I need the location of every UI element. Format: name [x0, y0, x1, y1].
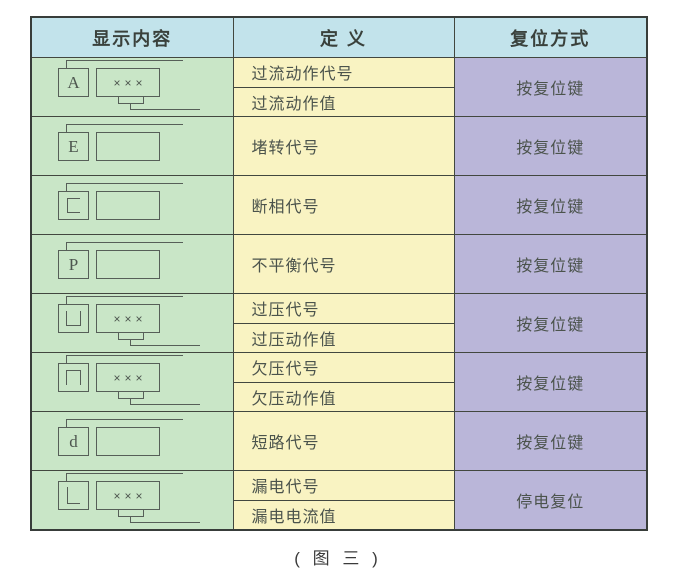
value-display-box [96, 132, 160, 161]
symbol-cell-phase-loss [30, 175, 234, 235]
code-letter-box: A [58, 68, 89, 97]
bracket-leader-line [130, 339, 200, 346]
l-segment-icon [67, 487, 80, 504]
reset-cell: 按复位键 [453, 293, 648, 353]
value-display-box: ××× [96, 68, 160, 97]
code-letter-box: d [58, 427, 89, 456]
definition-cell: 不平衡代号 [232, 234, 455, 294]
definition-cell: 过流动作值 [232, 86, 455, 117]
bracket-leader-line [130, 103, 200, 110]
symbol-cell-unbalance: P [30, 234, 234, 294]
definition-cell: 过压代号 [232, 293, 455, 324]
code-letter-box [58, 304, 89, 333]
open-bottom-segment-icon [66, 370, 81, 385]
code-letter-box [58, 363, 89, 392]
definition-cell: 漏电电流值 [232, 499, 455, 531]
code-letter-box: P [58, 250, 89, 279]
leader-line [66, 124, 183, 133]
value-placeholder: ××× [113, 488, 147, 503]
table-row: 断相代号 按复位键 [30, 175, 648, 235]
definition-cell: 短路代号 [232, 411, 455, 471]
value-display-box: ××× [96, 363, 160, 392]
bracket-icon [118, 332, 144, 340]
table-row: d 短路代号 按复位键 [30, 411, 648, 471]
reset-cell: 按复位键 [453, 411, 648, 471]
reset-cell: 按复位键 [453, 116, 648, 176]
header-definition: 定 义 [232, 16, 455, 58]
value-placeholder: ××× [113, 75, 147, 90]
display-symbol-phase-loss [32, 176, 232, 234]
display-symbol-unbalance: P [32, 235, 232, 293]
display-symbol-leakage: ××× [32, 471, 232, 529]
table-row: 漏电电流值 [31, 499, 647, 531]
bracket-leader-line [130, 516, 200, 523]
table-row: A ××× 过流动作代号 按复位键 [30, 57, 648, 117]
display-symbol-locked-rotor: E [32, 117, 232, 175]
bracket-leader-line [130, 398, 200, 405]
value-display-box: ××× [96, 481, 160, 510]
value-display-box [96, 250, 160, 279]
leader-line [66, 419, 183, 428]
code-letter: P [68, 255, 79, 274]
reset-cell: 按复位键 [453, 57, 648, 117]
value-display-box [96, 191, 160, 220]
code-letter-box [58, 481, 89, 510]
bracket-icon [118, 391, 144, 399]
definition-cell: 欠压代号 [232, 352, 455, 383]
definition-cell: 欠压动作值 [232, 381, 455, 412]
leader-line [66, 355, 183, 364]
leader-line [66, 296, 183, 305]
reset-cell: 停电复位 [453, 470, 648, 531]
table-row: 过压动作值 [31, 322, 647, 353]
value-display-box: ××× [96, 304, 160, 333]
definition-cell: 漏电代号 [232, 470, 455, 501]
reset-cell: 按复位键 [453, 175, 648, 235]
display-symbol-short-circuit: d [32, 412, 232, 470]
table-row: E 堵转代号 按复位键 [30, 116, 648, 176]
open-right-segment-icon [67, 198, 80, 213]
symbol-cell-overcurrent: A ××× [30, 57, 234, 117]
header-row: 显示内容 定 义 复位方式 [30, 16, 648, 58]
table-row: P 不平衡代号 按复位键 [30, 234, 648, 294]
open-top-segment-icon [66, 311, 81, 326]
header-reset-method: 复位方式 [453, 16, 648, 58]
symbol-cell-overvoltage: ××× [30, 293, 234, 353]
display-symbol-undervoltage: ××× [32, 353, 232, 411]
code-letter-box: E [58, 132, 89, 161]
definition-cell: 过压动作值 [232, 322, 455, 353]
definition-cell: 堵转代号 [232, 116, 455, 176]
table-row: ××× 过压代号 按复位键 [30, 293, 648, 353]
figure-container: 显示内容 定 义 复位方式 A ××× 过流动作代号 按复位键 [30, 16, 648, 569]
display-symbol-overcurrent: A ××× [32, 58, 232, 116]
bracket-icon [118, 96, 144, 104]
code-letter-box [58, 191, 89, 220]
table-row: ××× 漏电代号 停电复位 [30, 470, 648, 531]
symbol-cell-undervoltage: ××× [30, 352, 234, 412]
value-placeholder: ××× [113, 311, 147, 326]
value-display-box [96, 427, 160, 456]
symbol-cell-short-circuit: d [30, 411, 234, 471]
table-row: ××× 欠压代号 按复位键 [30, 352, 648, 412]
display-symbol-overvoltage: ××× [32, 294, 232, 352]
code-letter: A [67, 73, 80, 92]
leader-line [66, 183, 183, 192]
bracket-icon [118, 509, 144, 517]
code-letter: d [69, 432, 78, 451]
figure-caption: ( 图 三 ) [294, 549, 382, 568]
leader-line [66, 60, 183, 69]
header-display-content: 显示内容 [30, 16, 234, 58]
code-letter: E [68, 137, 79, 156]
definition-cell: 断相代号 [232, 175, 455, 235]
leader-line [66, 473, 183, 482]
definition-cell: 过流动作代号 [232, 57, 455, 88]
leader-line [66, 242, 183, 251]
error-code-table: 显示内容 定 义 复位方式 A ××× 过流动作代号 按复位键 [30, 16, 648, 531]
reset-cell: 按复位键 [453, 352, 648, 412]
symbol-cell-leakage: ××× [30, 470, 234, 531]
value-placeholder: ××× [113, 370, 147, 385]
symbol-cell-locked-rotor: E [30, 116, 234, 176]
reset-cell: 按复位键 [453, 234, 648, 294]
